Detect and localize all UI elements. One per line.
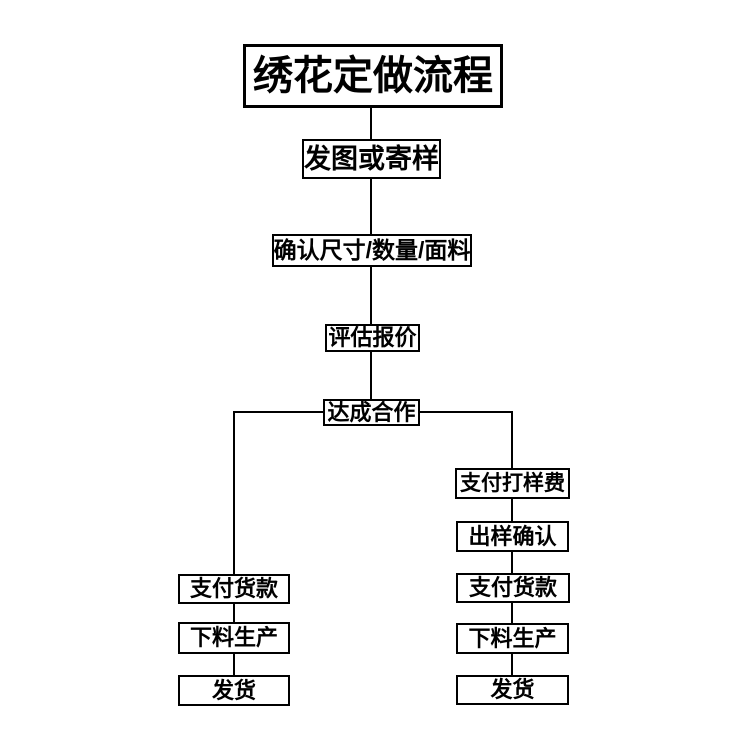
connector-left-produce-to-ship: [233, 654, 235, 675]
node-right-pay-sample-fee: 支付打样费: [455, 468, 570, 499]
node-title: 绣花定做流程: [243, 44, 503, 108]
node-left-pay-goods: 支付货款: [178, 574, 290, 604]
node-right-sample-confirm: 出样确认: [456, 521, 569, 552]
connector-cooperate-left-vertical: [233, 411, 235, 574]
node-reach-cooperation: 达成合作: [323, 399, 420, 426]
connector-quote-to-cooperate: [370, 352, 372, 399]
connector-title-to-send: [370, 108, 372, 139]
node-right-cut-production: 下料生产: [456, 623, 569, 654]
node-confirm-size-qty-fabric: 确认尺寸/数量/面料: [272, 234, 472, 267]
node-left-cut-production: 下料生产: [178, 622, 290, 654]
connector-confirm-to-quote: [370, 267, 372, 324]
connector-cooperate-right-vertical: [511, 411, 513, 468]
node-evaluate-quote: 评估报价: [325, 324, 420, 352]
node-right-ship: 发货: [456, 675, 569, 705]
node-right-pay-goods: 支付货款: [456, 573, 570, 603]
node-left-ship: 发货: [178, 675, 290, 706]
connector-right-confirm-to-pay: [511, 552, 513, 573]
connector-left-pay-to-produce: [233, 604, 235, 622]
connector-send-to-confirm: [370, 179, 372, 234]
connector-right-pay-to-produce: [511, 603, 513, 623]
connector-cooperate-left-horizontal: [233, 411, 323, 413]
connector-right-produce-to-ship: [511, 654, 513, 675]
node-send-image-or-sample: 发图或寄样: [302, 139, 441, 179]
connector-right-fee-to-confirm: [511, 499, 513, 521]
connector-cooperate-right-horizontal: [420, 411, 513, 413]
